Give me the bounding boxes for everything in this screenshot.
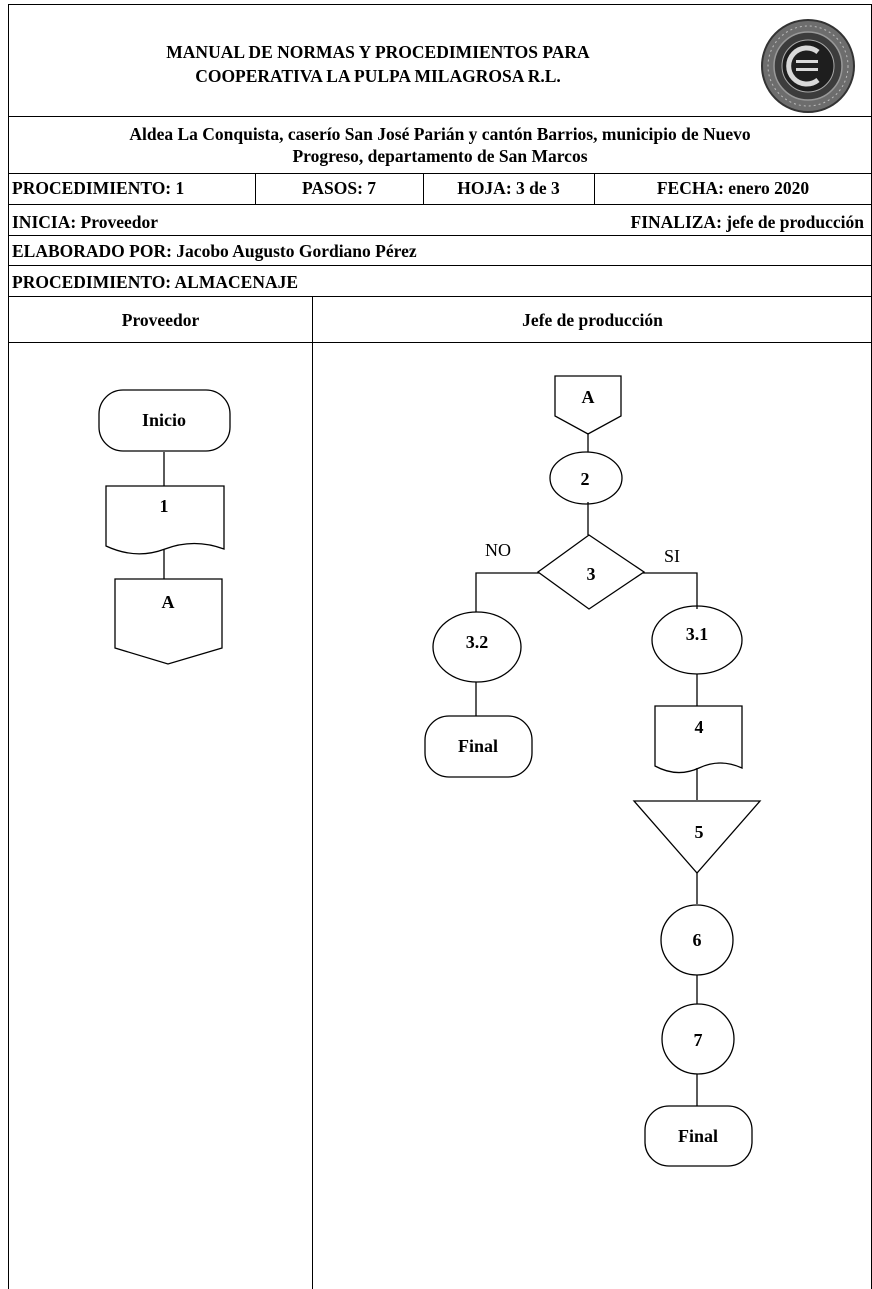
divider: [8, 204, 872, 205]
label-step-3-2: 3.2: [466, 632, 489, 652]
document-shape-4: [654, 705, 743, 774]
sheet-number: HOJA: 3 de 3: [457, 178, 560, 198]
location-line-2: Progreso, departamento de San Marcos: [292, 146, 588, 166]
label-step-5: 5: [695, 822, 704, 842]
storage-triangle-5: [632, 800, 762, 874]
label-step-2: 2: [581, 469, 590, 489]
divider: [8, 116, 872, 117]
flow-line: [643, 572, 698, 609]
divider: [255, 173, 256, 204]
procedure-number: PROCEDIMIENTO: 1: [12, 178, 185, 198]
document-shape-1: [105, 485, 225, 555]
decision-diamond-3: [536, 534, 646, 610]
divider: [8, 173, 872, 174]
procedure-name: PROCEDIMIENTO: ALMACENAJE: [12, 272, 299, 292]
label-connector-right: A: [582, 387, 595, 407]
ends-with: FINALIZA: jefe de producción: [630, 212, 865, 232]
starts-with: INICIA: Proveedor: [12, 212, 158, 232]
label-step-7: 7: [694, 1030, 703, 1050]
step-circle-3-2: [432, 611, 522, 683]
date: FECHA: enero 2020: [656, 178, 810, 198]
offpage-connector-right: [554, 375, 622, 435]
label-step-4: 4: [695, 717, 704, 737]
label-step-1: 1: [160, 496, 169, 516]
divider: [8, 235, 872, 236]
step-circle-7: [661, 1003, 735, 1075]
offpage-connector-left: [114, 578, 223, 665]
start-terminator: [98, 389, 231, 452]
divider: [423, 173, 424, 204]
title-line-1: MANUAL DE NORMAS Y PROCEDIMIENTOS PARA: [166, 42, 590, 62]
divider: [8, 296, 872, 297]
location-line-1: Aldea La Conquista, caserío San José Par…: [129, 124, 751, 144]
lane-header-production-chief: Jefe de producción: [522, 310, 663, 330]
label-step-3-1: 3.1: [686, 624, 709, 644]
end-terminator-right: [644, 1105, 753, 1167]
divider: [594, 173, 595, 204]
label-no: NO: [485, 540, 511, 560]
lane-divider: [312, 296, 313, 1289]
prepared-by: ELABORADO POR: Jacobo Augusto Gordiano P…: [12, 241, 417, 261]
label-step-3: 3: [587, 564, 596, 584]
flow-line: [475, 572, 539, 612]
document-title: MANUAL DE NORMAS Y PROCEDIMIENTOS PARA C…: [8, 40, 748, 88]
institution-seal: [761, 19, 855, 113]
lane-header-supplier: Proveedor: [121, 310, 200, 330]
divider: [8, 265, 872, 266]
divider: [8, 342, 872, 343]
label-step-6: 6: [693, 930, 702, 950]
end-terminator-left: [424, 715, 533, 778]
title-block: MANUAL DE NORMAS Y PROCEDIMIENTOS PARA C…: [8, 4, 872, 116]
label-inicio: Inicio: [142, 410, 186, 430]
step-circle-6: [660, 904, 734, 976]
location-block: Aldea La Conquista, caserío San José Par…: [8, 122, 872, 168]
step-circle-2: [549, 451, 623, 505]
title-line-2: COOPERATIVA LA PULPA MILAGROSA R.L.: [195, 66, 561, 86]
label-connector-left: A: [162, 592, 175, 612]
label-si: SI: [664, 546, 680, 566]
label-final-left: Final: [458, 736, 498, 756]
steps-count: PASOS: 7: [301, 178, 377, 198]
step-circle-3-1: [651, 605, 743, 675]
label-final-right: Final: [678, 1126, 718, 1146]
